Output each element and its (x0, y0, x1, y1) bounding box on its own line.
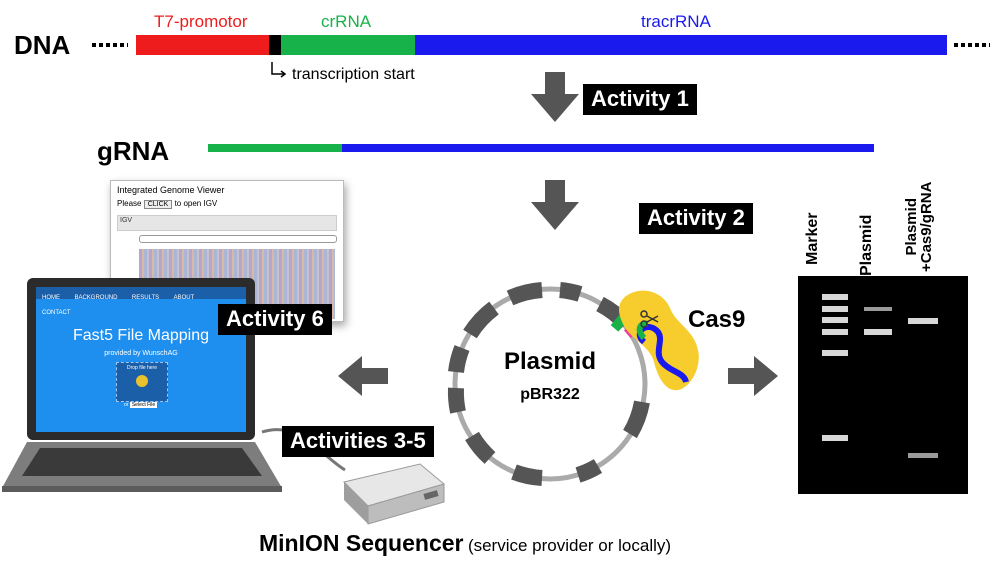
minion-caption: MinION Sequencer (service provider or lo… (259, 530, 671, 557)
plasmid-id: pBR322 (520, 386, 580, 403)
laptop-drop-text: Drop file here (126, 365, 157, 371)
gel-band (908, 318, 938, 324)
plasmid-feature (575, 459, 603, 483)
laptop-nav-home[interactable]: HOME (42, 295, 60, 301)
gel-band (822, 306, 848, 312)
plasmid-feature (506, 282, 543, 306)
down-arrow-1-icon (531, 72, 579, 122)
activity-2-label: Activity 2 (639, 203, 753, 234)
dna-segment-label-crrna: crRNA (321, 12, 372, 31)
laptop-nav-about[interactable]: ABOUT (173, 295, 195, 301)
grna-label: gRNA (97, 136, 170, 166)
grna-segment-tracrrna (342, 144, 874, 152)
gel-lane-label-marker: Marker (804, 212, 821, 265)
plasmid-feature (465, 431, 496, 464)
dna-label: DNA (14, 30, 71, 60)
dna-construct (92, 35, 990, 55)
dna-segment-label-t7: T7-promotor (154, 12, 248, 31)
gel-band (822, 350, 848, 356)
left-arrow-icon (338, 356, 388, 396)
laptop-dropzone[interactable]: Drop file here (116, 362, 168, 402)
gel-band (822, 435, 848, 441)
igv-click-button[interactable]: CLICK (143, 200, 173, 209)
plasmid-feature (559, 282, 583, 302)
down-arrow-2-icon (531, 180, 579, 230)
gel-lane-label-treated: Plasmid +Cas9/gRNA (903, 181, 935, 272)
dna-segment-tss (269, 35, 282, 55)
laptop-file-icon (136, 375, 148, 387)
igv-toolbar: IGV (117, 215, 337, 231)
gel-image (798, 276, 968, 494)
laptop-nav-background[interactable]: BACKGROUND (74, 295, 118, 301)
activity-1-label: Activity 1 (583, 84, 697, 115)
cas9-grna (636, 324, 689, 384)
laptop-app-subtitle: provided by WunschAG (104, 350, 178, 357)
dna-segment-label-tracrrna: tracrRNA (641, 12, 711, 31)
laptop-nav: HOME BACKGROUND RESULTS ABOUT CONTACT (42, 289, 242, 316)
dna-segment-tracrrna (415, 35, 947, 55)
igv-logo: IGV (120, 217, 133, 224)
plasmid-feature (447, 387, 466, 414)
igv-please: Please (117, 199, 142, 208)
gel-band (822, 294, 848, 300)
laptop-nav-contact[interactable]: CONTACT (42, 310, 71, 316)
transcription-start-arrow-icon (271, 62, 287, 78)
gel-band (908, 453, 938, 458)
dna-segment-t7 (136, 35, 270, 55)
laptop-nav-results[interactable]: RESULTS (131, 295, 160, 301)
laptop-select-file-button[interactable]: Select File (129, 402, 158, 408)
plasmid-feature (511, 464, 543, 486)
laptop (2, 278, 282, 492)
cas9-protein (619, 290, 699, 391)
cas9-label: Cas9 (688, 306, 746, 333)
grna-segment-crrna (208, 144, 343, 152)
activities-3-5-label: Activities 3-5 (282, 426, 434, 457)
igv-ruler (139, 235, 337, 243)
dna-segment-crrna (281, 35, 416, 55)
right-arrow-icon (728, 356, 778, 396)
grna-strand (208, 144, 874, 152)
transcription-start-label: transcription start (292, 66, 415, 83)
minion-device (343, 463, 446, 525)
activity-6-label: Activity 6 (218, 304, 332, 335)
gel-band (864, 307, 892, 311)
scissors-icon (640, 310, 659, 328)
laptop-or: or (124, 402, 129, 408)
laptop-select-row: or Select File (124, 402, 158, 408)
laptop-app-title: Fast5 File Mapping (72, 327, 210, 344)
igv-to-open: to open IGV (174, 199, 218, 208)
igv-instructions: Please CLICK to open IGV (117, 199, 218, 209)
plasmid-feature (623, 400, 650, 439)
minion-note: (service provider or locally) (467, 536, 672, 555)
plasmid-feature (463, 301, 499, 339)
igv-title: Integrated Genome Viewer (117, 185, 225, 195)
plasmid-feature (448, 345, 470, 374)
minion-label: MinION Sequencer (259, 530, 464, 556)
gel-band (864, 329, 892, 335)
gel-band (822, 329, 848, 335)
plasmid-name: Plasmid (503, 348, 597, 375)
gel-band (822, 317, 848, 323)
gel-lane-label-plasmid: Plasmid (858, 214, 875, 276)
